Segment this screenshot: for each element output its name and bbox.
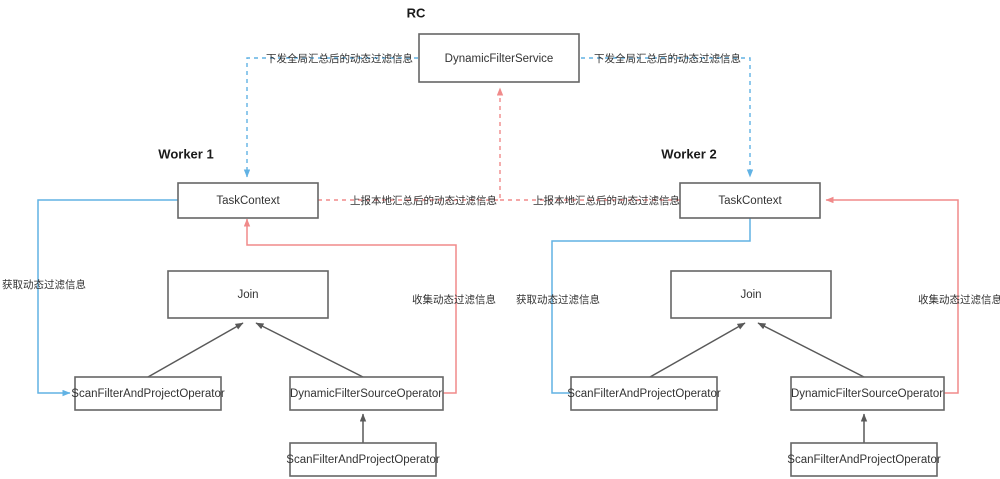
node-w1-scan-filter-and-project-operator-bottom[interactable]: ScanFilterAndProjectOperator	[286, 442, 440, 477]
node-w1-task-context[interactable]: TaskContext	[177, 182, 319, 219]
node-w2-scan-filter-and-project-operator[interactable]: ScanFilterAndProjectOperator	[567, 376, 721, 411]
node-label-w1-scan-left: ScanFilterAndProjectOperator	[71, 388, 225, 400]
node-label-w1-join: Join	[237, 289, 258, 301]
edge-label-fetch-right: 获取动态过滤信息	[516, 293, 600, 306]
group-title-worker-2: Worker 2	[661, 146, 716, 161]
node-w2-scan-filter-and-project-operator-bottom[interactable]: ScanFilterAndProjectOperator	[787, 442, 941, 477]
edge-push-global-left	[243, 57, 418, 178]
node-label-w1-task-context: TaskContext	[216, 195, 280, 207]
edge-label-collect-left: 收集动态过滤信息	[412, 293, 496, 306]
node-w2-join[interactable]: Join	[670, 270, 832, 319]
edge-label-collect-right: 收集动态过滤信息	[918, 293, 1000, 306]
edge-collect-right	[825, 196, 959, 394]
node-label-w2-task-context: TaskContext	[718, 195, 782, 207]
edge-dynamic-source-to-join-w1	[255, 322, 364, 378]
node-w2-task-context[interactable]: TaskContext	[679, 182, 821, 219]
node-w1-scan-filter-and-project-operator[interactable]: ScanFilterAndProjectOperator	[71, 376, 225, 411]
node-w1-join[interactable]: Join	[167, 270, 329, 319]
edge-label-report-local-left: 上报本地汇总后的动态过滤信息	[350, 194, 497, 207]
node-w1-dynamic-filter-source-operator[interactable]: DynamicFilterSourceOperator	[289, 376, 444, 411]
edge-label-report-local-right: 上报本地汇总后的动态过滤信息	[533, 194, 680, 207]
edge-report-local-left	[318, 87, 504, 201]
edge-label-fetch-left: 获取动态过滤信息	[2, 278, 86, 291]
node-label-w2-scan-left: ScanFilterAndProjectOperator	[567, 388, 721, 400]
edge-fetch-right	[551, 216, 751, 397]
node-w2-dynamic-filter-source-operator[interactable]: DynamicFilterSourceOperator	[790, 376, 945, 411]
edge-label-push-global-left: 下发全局汇总后的动态过滤信息	[266, 52, 413, 65]
edge-scan-left-to-join-w1	[147, 322, 244, 378]
group-title-worker-1: Worker 1	[158, 146, 213, 161]
node-label-w1-scan-bottom: ScanFilterAndProjectOperator	[286, 454, 440, 466]
node-label-w2-dynamic-source: DynamicFilterSourceOperator	[791, 388, 943, 400]
rc-title: RC	[407, 5, 426, 20]
node-label-w1-dynamic-source: DynamicFilterSourceOperator	[290, 388, 442, 400]
node-label-w2-join: Join	[740, 289, 761, 301]
edge-push-global-right	[581, 57, 754, 178]
edge-label-push-global-right: 下发全局汇总后的动态过滤信息	[594, 52, 741, 65]
node-label-w2-scan-bottom: ScanFilterAndProjectOperator	[787, 454, 941, 466]
node-label-dynamic-filter-service: DynamicFilterService	[445, 53, 554, 65]
edge-dynamic-source-to-join-w2	[757, 322, 865, 378]
node-dynamic-filter-service[interactable]: DynamicFilterService	[418, 33, 580, 83]
edge-scan-left-to-join-w2	[649, 322, 746, 378]
edge-collect-left	[243, 218, 457, 394]
edge-fetch-left	[37, 199, 178, 397]
